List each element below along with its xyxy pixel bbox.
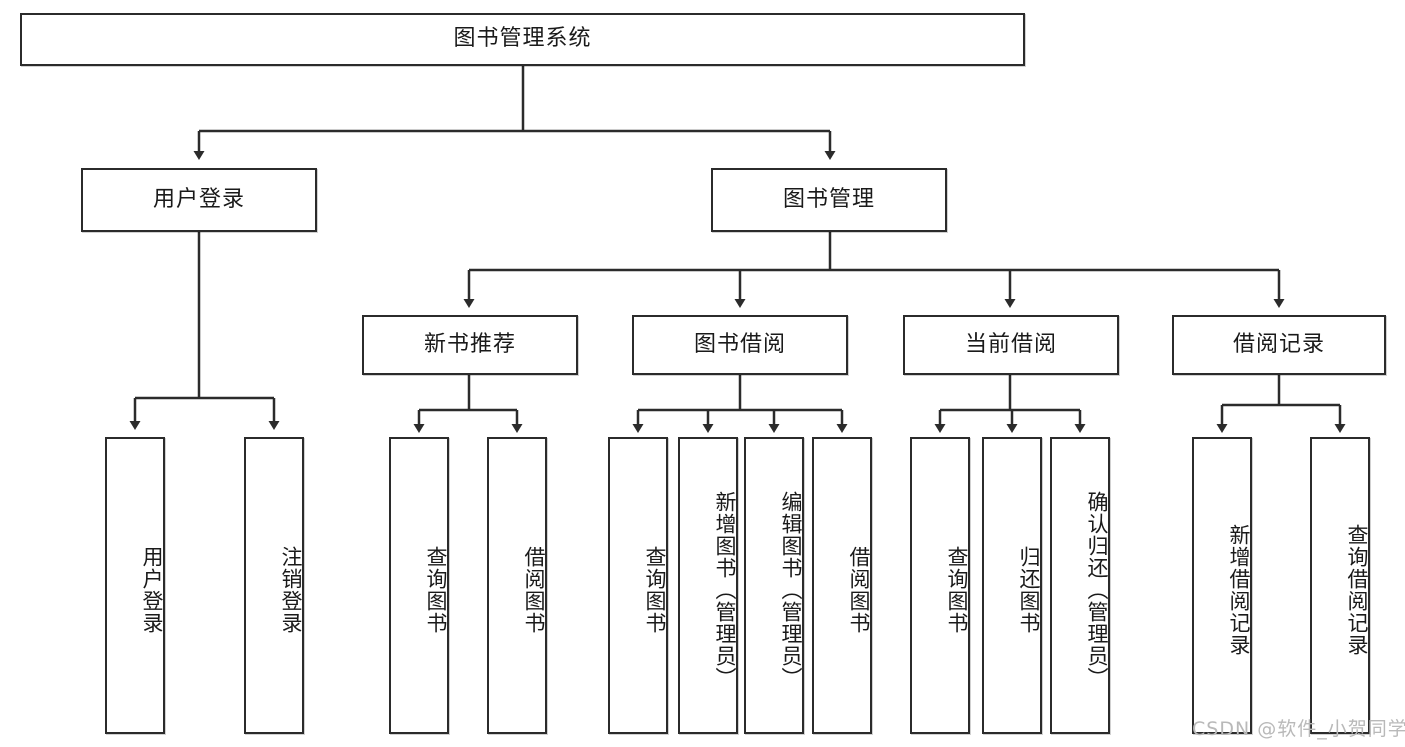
node-book-borrow-label: 图书借阅 — [693, 331, 786, 357]
leaf-borrow-book-newbook[interactable]: 借阅图书 — [487, 437, 547, 734]
node-book-management[interactable]: 图书管理 — [711, 168, 947, 232]
node-current-borrow[interactable]: 当前借阅 — [903, 315, 1119, 375]
node-user-login[interactable]: 用户登录 — [81, 168, 317, 232]
leaf-query-book-current[interactable]: 查询图书 — [910, 437, 970, 734]
leaf-query-borrow-record[interactable]: 查询借阅记录 — [1310, 437, 1370, 734]
leaf-add-borrow-record-label: 新增借阅记录 — [1227, 523, 1251, 656]
leaf-edit-book-admin-label: 编辑图书（管理员） — [779, 490, 803, 689]
node-user-login-label: 用户登录 — [152, 186, 245, 212]
leaf-edit-book-admin[interactable]: 编辑图书（管理员） — [744, 437, 804, 734]
leaf-borrow-book-label: 借阅图书 — [847, 545, 871, 634]
leaf-user-login[interactable]: 用户登录 — [105, 437, 165, 734]
leaf-add-book-admin-label: 新增图书（管理员） — [713, 490, 737, 689]
node-root[interactable]: 图书管理系统 — [20, 13, 1025, 66]
node-new-book-recommend[interactable]: 新书推荐 — [362, 315, 578, 375]
leaf-confirm-return-admin[interactable]: 确认归还（管理员） — [1050, 437, 1110, 734]
node-current-borrow-label: 当前借阅 — [964, 331, 1057, 357]
leaf-return-book-label: 归还图书 — [1017, 545, 1041, 634]
leaf-query-book-current-label: 查询图书 — [945, 545, 969, 634]
node-new-book-recommend-label: 新书推荐 — [423, 331, 516, 357]
csdn-watermark: CSDN @软件_小贺同学 — [1192, 718, 1405, 740]
leaf-borrow-book-newbook-label: 借阅图书 — [522, 545, 546, 634]
leaf-logout[interactable]: 注销登录 — [244, 437, 304, 734]
node-borrow-record[interactable]: 借阅记录 — [1172, 315, 1386, 375]
leaf-query-borrow-record-label: 查询借阅记录 — [1345, 523, 1369, 656]
node-root-label: 图书管理系统 — [453, 26, 592, 52]
leaf-query-book-borrow-label: 查询图书 — [643, 545, 667, 634]
leaf-query-book-borrow[interactable]: 查询图书 — [608, 437, 668, 734]
leaf-confirm-return-admin-label: 确认归还（管理员） — [1085, 490, 1109, 689]
leaf-logout-label: 注销登录 — [279, 545, 303, 634]
leaf-add-borrow-record[interactable]: 新增借阅记录 — [1192, 437, 1252, 734]
leaf-borrow-book[interactable]: 借阅图书 — [812, 437, 872, 734]
leaf-add-book-admin[interactable]: 新增图书（管理员） — [678, 437, 738, 734]
leaf-query-book-newbook[interactable]: 查询图书 — [389, 437, 449, 734]
leaf-user-login-label: 用户登录 — [140, 545, 164, 634]
node-book-borrow[interactable]: 图书借阅 — [632, 315, 848, 375]
node-borrow-record-label: 借阅记录 — [1232, 331, 1325, 357]
leaf-query-book-newbook-label: 查询图书 — [424, 545, 448, 634]
leaf-return-book[interactable]: 归还图书 — [982, 437, 1042, 734]
node-book-management-label: 图书管理 — [782, 186, 875, 212]
